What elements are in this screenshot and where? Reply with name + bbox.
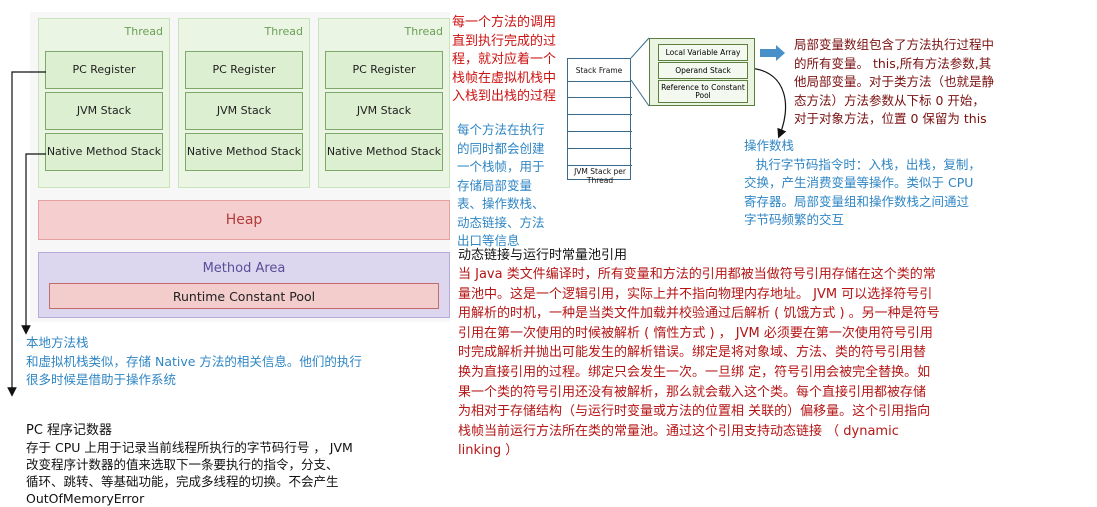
note-line: 存储局部变量: [457, 177, 533, 193]
note-line: 寄存器。局部变量组和操作数栈之间通过: [744, 193, 970, 209]
jvm-stack: JVM Stack: [185, 92, 303, 130]
note-line: 引用在第一次使用的时候被解析 ( 惰性方式 ) ， JVM 必须要在第一次使用符…: [458, 325, 933, 341]
native-method-note: 本地方法栈 和虚拟机栈类似，存储 Native 方法的相关信息。他们的执行 很多…: [26, 334, 446, 390]
native-method-stack: Native Method Stack: [325, 133, 443, 171]
arrows-layer: [7, 67, 787, 397]
note-line: 每个方法在执行: [457, 122, 545, 137]
runtime-constant-pool: Runtime Constant Pool: [49, 283, 439, 309]
note-line: 栈帧当前运行方法所在类的常量池。通过这个引用支持动态链接 （ dynamic: [458, 423, 899, 439]
pc-arrow: [7, 71, 46, 397]
thread-label: Thread: [404, 25, 443, 38]
note-line: 他局部变量。对于类方法（也就是静: [794, 74, 995, 89]
note-line: 局部变量数组包含了方法执行过程中: [794, 37, 995, 52]
stack-frame-detail: Local Variable Array Operand Stack Refer…: [649, 38, 755, 106]
note-line: 字节码频繁的交互: [744, 212, 845, 227]
reference-to-constant-pool: Reference to Constant Pool: [658, 80, 748, 103]
pc-register: PC Register: [45, 51, 163, 89]
thread-3: Thread PC Register JVM Stack Native Meth…: [318, 18, 450, 188]
note-line: 入栈到出栈的过程: [452, 89, 557, 104]
note-line: 栈帧在虚拟机栈中: [452, 70, 557, 86]
native-arrow: [21, 153, 46, 335]
native-method-stack: Native Method Stack: [185, 133, 303, 171]
note-line: OutOfMemoryError: [26, 491, 145, 506]
note-line: 为相对于存储结构（与运行时变量或方法的位置相 关联的）偏移量。这个引用指向: [458, 404, 931, 420]
method-call-note: 每一个方法的调用 直到执行完成的过 程，就对应着一个 栈帧在虚拟机栈中 入栈到出…: [452, 14, 570, 107]
note-title: 本地方法栈: [26, 335, 89, 350]
native-method-stack: Native Method Stack: [45, 133, 163, 171]
note-line: 出口等信息: [457, 233, 520, 248]
note-line: 用解析的时机，一种是当类文件加载并校验通过后解析 ( 饥饿方式 ) 。另一种是符…: [458, 306, 940, 322]
method-area-label: Method Area: [202, 261, 286, 276]
note-line: 的同时都会创建: [457, 140, 545, 156]
frame-connector: [630, 37, 785, 107]
stack-slot: [568, 132, 632, 149]
stack-slot: [568, 149, 632, 166]
pc-register: PC Register: [325, 51, 443, 89]
note-line: 换为直接引用的过程。绑定只会发生一次。一旦绑 定，符号引用会被完全替换。如: [458, 364, 931, 380]
note-line: 循环、跳转、等基础功能，完成多线程的切换。不会产生: [26, 474, 339, 489]
note-line: linking ）: [458, 443, 519, 459]
operand-arrow: [749, 67, 787, 139]
note-title: PC 程序记数器: [26, 423, 113, 438]
note-line: 量池中。这是一个逻辑引用，实际上并不指向物理内存地址。 JVM 可以选择符号引: [458, 286, 933, 302]
thread-label: Thread: [124, 25, 163, 38]
note-line: 表、操作数栈、: [457, 196, 545, 211]
pc-register: PC Register: [185, 51, 303, 89]
note-line: 执行字节码指令时：入栈，出栈，复制，: [744, 156, 981, 172]
stack-frame-label: Stack Frame: [568, 59, 630, 82]
thread-2: Thread PC Register JVM Stack Native Meth…: [178, 18, 310, 188]
jvm-stack: JVM Stack: [45, 92, 163, 130]
note-line: 的所有变量。 this,所有方法参数,其: [794, 55, 992, 71]
dynamic-linking-note: 动态链接与运行时常量池引用 当 Java 类文件编译时，所有变量和方法的引用都被…: [458, 246, 1083, 461]
heap-area: Heap: [38, 200, 450, 240]
note-line: 动态链接、方法: [457, 214, 545, 230]
note-line: 改变程序计数器的值来选取下一条要执行的指令，分支、: [26, 457, 339, 472]
note-line: 一个栈帧，用于: [457, 159, 545, 174]
frame-create-note: 每个方法在执行 的同时都会创建 一个栈帧，用于 存储局部变量 表、操作数栈、 动…: [457, 121, 567, 251]
note-title: 动态链接与运行时常量池引用: [458, 248, 628, 263]
jvm-stack-column: Stack Frame: [567, 58, 632, 180]
note-line: 当 Java 类文件编译时，所有变量和方法的引用都被当做符号引用存储在这个类的常: [458, 267, 936, 282]
note-line: 对于对象方法，位置 0 保留为 this: [794, 111, 987, 126]
stack-slot: [568, 115, 632, 132]
local-variable-array: Local Variable Array: [658, 44, 748, 61]
thread-label: Thread: [264, 25, 303, 38]
stack-slot: [568, 98, 632, 115]
thread-1: Thread PC Register JVM Stack Native Meth…: [38, 18, 170, 188]
operand-stack: Operand Stack: [658, 62, 748, 79]
note-line: 交换，产生消费变量等操作。类似于 CPU: [744, 175, 974, 190]
note-line: 果一个类的符号引用还没有被解析，那么就会载入这个类。每个直接引用都被存储: [458, 384, 927, 400]
note-line: 程，就对应着一个: [452, 52, 557, 67]
stack-caption: JVM Stack per Thread: [574, 167, 626, 185]
pc-register-note: PC 程序记数器 存于 CPU 上用于记录当前线程所执行的字节码行号 ， JVM…: [26, 422, 436, 507]
local-variable-note: 局部变量数组包含了方法执行过程中 的所有变量。 this,所有方法参数,其 他局…: [794, 36, 1094, 129]
note-line: 直到执行完成的过: [452, 33, 557, 49]
note-line: 每一个方法的调用: [452, 15, 557, 30]
note-line: 态方法）方法参数从下标 0 开始，: [794, 92, 985, 108]
note-line: 存于 CPU 上用于记录当前线程所执行的字节码行号 ， JVM: [26, 440, 353, 455]
method-area: Method Area Runtime Constant Pool: [38, 252, 450, 318]
operand-stack-note: 操作数栈 执行字节码指令时：入栈，出栈，复制， 交换，产生消费变量等操作。类似于…: [744, 137, 1044, 230]
stack-slot: [568, 81, 632, 98]
jvm-stack: JVM Stack: [325, 92, 443, 130]
note-title: 操作数栈: [744, 138, 795, 153]
note-line: 时完成解析并抛出可能发生的解析错误。绑定是将对象域、方法、类的符号引用替: [458, 345, 927, 361]
note-line: 很多时候是借助于操作系统: [26, 372, 177, 387]
note-line: 和虚拟机栈类似，存储 Native 方法的相关信息。他们的执行: [26, 353, 362, 369]
